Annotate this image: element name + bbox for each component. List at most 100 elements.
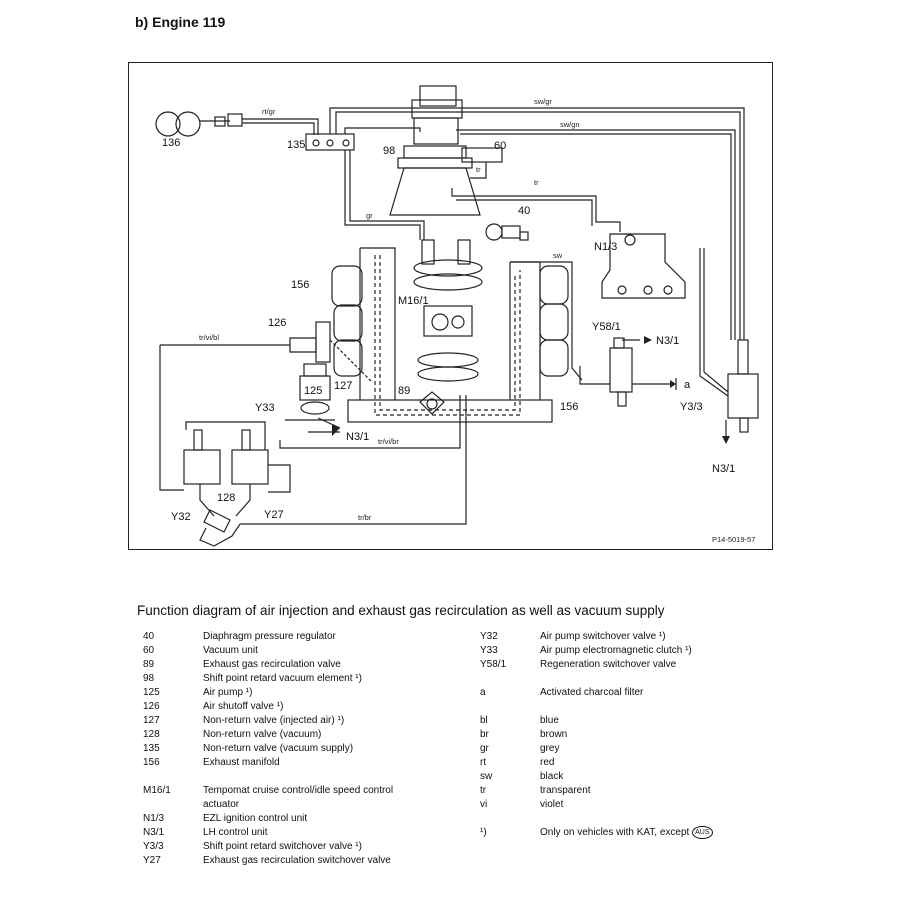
line-label-tr-vi-br: tr/vi/br: [378, 437, 399, 446]
diagram-frame: [128, 62, 773, 550]
legend-row: [143, 770, 473, 784]
legend-left: 40 Diaphragm pressure regulator 60 Vacuum u…: [143, 630, 473, 868]
label-135: 135: [287, 139, 305, 151]
label-60: 60: [494, 140, 506, 152]
label-Y32: Y32: [171, 511, 191, 523]
legend-key: Y33: [480, 645, 498, 656]
label-Y3-3: Y3/3: [680, 401, 703, 413]
legend-key: 126: [143, 701, 160, 712]
label-156-right: 156: [560, 401, 578, 413]
legend-key: M16/1: [143, 785, 171, 796]
line-label-sw-gr: sw/gr: [534, 97, 552, 106]
egr-valve-89: [419, 391, 445, 415]
valve-Y32: [183, 449, 221, 485]
legend-text: Exhaust gas recirculation valve: [203, 659, 341, 670]
legend-key: 60: [143, 645, 155, 656]
legend-row: 126 Air shutoff valve ¹): [143, 700, 473, 714]
legend-row: 128 Non-return valve (vacuum): [143, 728, 473, 742]
label-156-left: 156: [291, 279, 309, 291]
legend-text: transparent: [540, 785, 591, 796]
legend-key: Y3/3: [143, 841, 164, 852]
legend-key: vi: [480, 799, 488, 810]
legend-key: gr: [480, 743, 489, 754]
legend-text: Diaphragm pressure regulator: [203, 631, 336, 642]
legend-key: 127: [143, 715, 160, 726]
label-N1-3: N1/3: [594, 241, 617, 253]
air-intake-98: [389, 167, 481, 216]
legend-text: Non-return valve (vacuum): [203, 729, 322, 740]
air-shutoff-valve-126: [315, 321, 331, 363]
line-label-tr-vi-bl: tr/vi/bl: [199, 333, 219, 342]
legend-key: 128: [143, 729, 160, 740]
legend-key: a: [480, 687, 486, 698]
legend-key: 40: [143, 631, 155, 642]
pressure-regulator-40: [485, 223, 503, 241]
label-N3-1-right: N3/1: [712, 463, 735, 475]
aus-badge: AUS: [692, 826, 713, 839]
legend-row: N1/3 EZL ignition control unit: [143, 812, 473, 826]
legend-row: [480, 672, 780, 686]
line-label-tr-br: tr/br: [358, 513, 372, 522]
legend-row: 89 Exhaust gas recirculation valve: [143, 658, 473, 672]
engine-block: [347, 399, 553, 423]
label-Y58-1: Y58/1: [592, 321, 621, 333]
legend-key: N1/3: [143, 813, 165, 824]
label-a: a: [684, 379, 691, 391]
legend-text: actuator: [203, 799, 240, 810]
figure-caption: Function diagram of air injection and ex…: [137, 603, 665, 618]
label-136: 136: [162, 137, 180, 149]
legend-key: sw: [480, 771, 493, 782]
legend-row: actuator: [143, 798, 473, 812]
legend-row: 40 Diaphragm pressure regulator: [143, 630, 473, 644]
valve-Y3-3: [727, 373, 759, 419]
legend-text: Only on vehicles with KAT, except AUS: [540, 826, 713, 840]
label-M16-1: M16/1: [398, 295, 429, 307]
legend-row: ¹)Only on vehicles with KAT, except AUS: [480, 826, 780, 840]
label-127: 127: [334, 380, 352, 392]
legend-text: brown: [540, 729, 568, 740]
legend-key: 156: [143, 757, 160, 768]
line-label-sw-gn: sw/gn: [560, 120, 580, 129]
legend-key: bl: [480, 715, 488, 726]
legend-key: 89: [143, 659, 155, 670]
legend-text: Non-return valve (vacuum supply): [203, 743, 354, 754]
label-89: 89: [398, 385, 410, 397]
non-return-valve-128: [203, 509, 231, 533]
label-N3-1-mid: N3/1: [656, 335, 679, 347]
valve-Y58-1: [609, 347, 633, 393]
legend-text: Air shutoff valve ¹): [203, 701, 284, 712]
line-label-tr-2: tr: [534, 178, 539, 187]
legend-text: Activated charcoal filter: [540, 687, 644, 698]
valve-Y27: [231, 449, 269, 485]
filter-136-left: [155, 111, 181, 137]
legend-row: [480, 700, 780, 714]
legend-text: EZL ignition control unit: [203, 813, 308, 824]
legend-text: Vacuum unit: [203, 645, 258, 656]
line-label-tr-1: tr: [476, 165, 481, 174]
label-40: 40: [518, 205, 530, 217]
page-heading: b) Engine 119: [135, 14, 226, 30]
legend-row: Y33 Air pump electromagnetic clutch ¹): [480, 644, 780, 658]
legend-text: Air pump ¹): [203, 687, 253, 698]
legend-row: [480, 812, 780, 826]
label-128: 128: [217, 492, 235, 504]
label-Y33: Y33: [255, 402, 275, 414]
legend-text: red: [540, 757, 555, 768]
legend-text: Air pump electromagnetic clutch ¹): [540, 645, 692, 656]
label-126: 126: [268, 317, 286, 329]
